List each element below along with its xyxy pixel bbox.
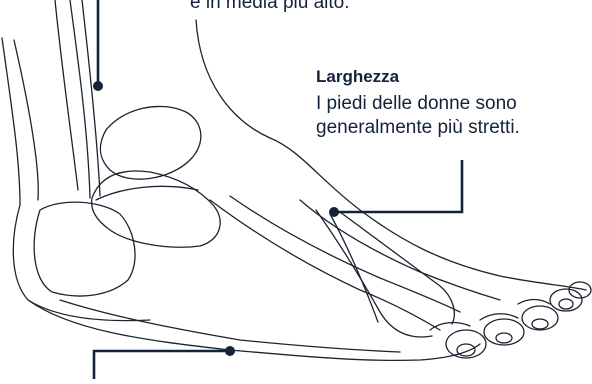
height-callout-leader	[93, 0, 103, 91]
ankle-curve	[96, 186, 198, 200]
toe-joint-row-3	[518, 300, 550, 305]
toe-4-nail	[559, 299, 573, 309]
width-callout-line-1: I piedi delle donne sono	[316, 92, 586, 116]
leg-outline-back	[2, 38, 20, 205]
arch-callout-dot	[225, 346, 235, 356]
toe-4	[550, 289, 582, 311]
fibula-bone	[55, 0, 78, 190]
metatarsal-4	[316, 210, 432, 337]
tibia-bone	[14, 40, 38, 200]
height-callout-dot	[93, 81, 103, 91]
toe-1-nail	[457, 344, 475, 356]
calcaneus-bone	[34, 202, 135, 296]
tibia-bone-inner	[70, 0, 90, 198]
arch-callout-leader	[94, 346, 235, 379]
width-callout: Larghezza I piedi delle donne sono gener…	[316, 66, 586, 140]
width-callout-leader	[329, 160, 462, 217]
navicular-bone	[100, 106, 200, 179]
width-callout-dot	[329, 207, 339, 217]
toe-3	[522, 306, 558, 330]
toe-2-nail	[496, 333, 512, 343]
toe-2	[484, 319, 524, 345]
toe-joint-row	[430, 323, 470, 330]
height-callout-text: e in media più alto.	[190, 0, 350, 14]
leg-outline-front	[196, 20, 270, 138]
width-callout-title: Larghezza	[316, 66, 586, 88]
toe-3-nail	[532, 319, 548, 329]
sole-inner-line	[60, 300, 400, 352]
width-callout-body: I piedi delle donne sono generalmente pi…	[316, 92, 586, 140]
width-callout-line-2: generalmente più stretti.	[316, 116, 586, 140]
foot-bones-outline	[2, 0, 591, 360]
